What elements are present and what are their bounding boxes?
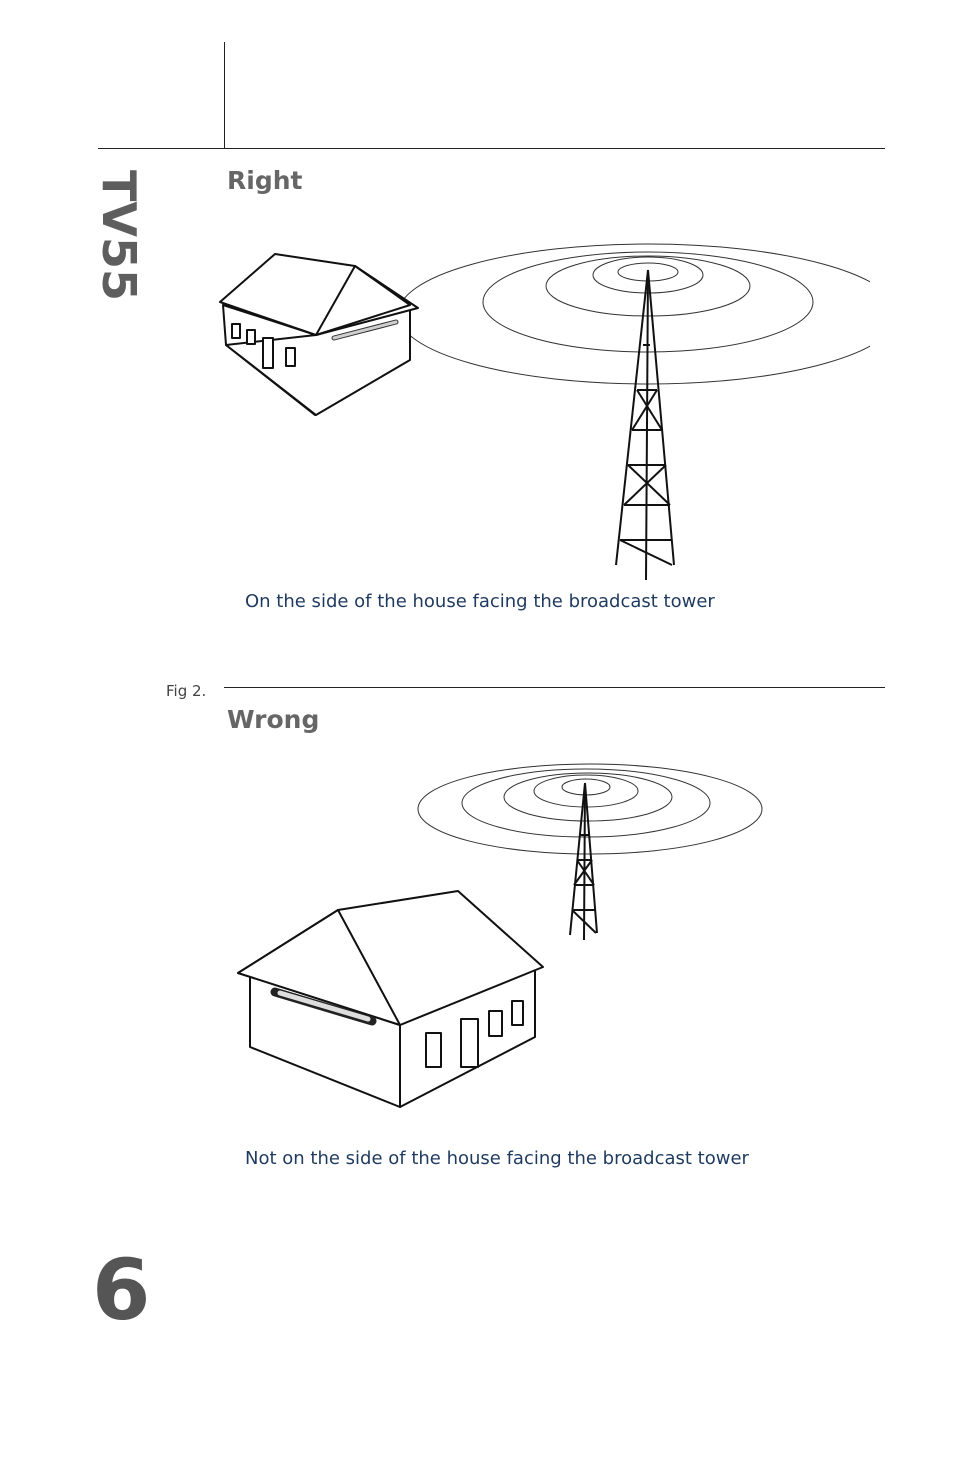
broadcast-tower-icon <box>615 269 675 581</box>
illustration-right <box>219 243 870 581</box>
header-divider-vertical <box>224 42 225 148</box>
illustration-wrong <box>237 763 763 1108</box>
broadcast-tower-icon <box>569 782 598 941</box>
figure-label: Fig 2. <box>166 682 207 700</box>
caption-wrong: Not on the side of the house facing the … <box>245 1148 749 1169</box>
signal-waves-icon <box>397 243 870 385</box>
product-title: TV55 <box>92 170 146 301</box>
figure-rule <box>224 687 885 688</box>
antenna-icon <box>270 987 377 1026</box>
header-rule <box>98 148 885 149</box>
heading-wrong: Wrong <box>227 705 320 734</box>
page-number: 6 <box>92 1241 151 1339</box>
heading-right: Right <box>227 166 303 195</box>
caption-right: On the side of the house facing the broa… <box>245 591 715 612</box>
house-icon <box>219 253 419 416</box>
house-icon <box>237 890 544 1108</box>
antenna-icon <box>331 319 399 341</box>
